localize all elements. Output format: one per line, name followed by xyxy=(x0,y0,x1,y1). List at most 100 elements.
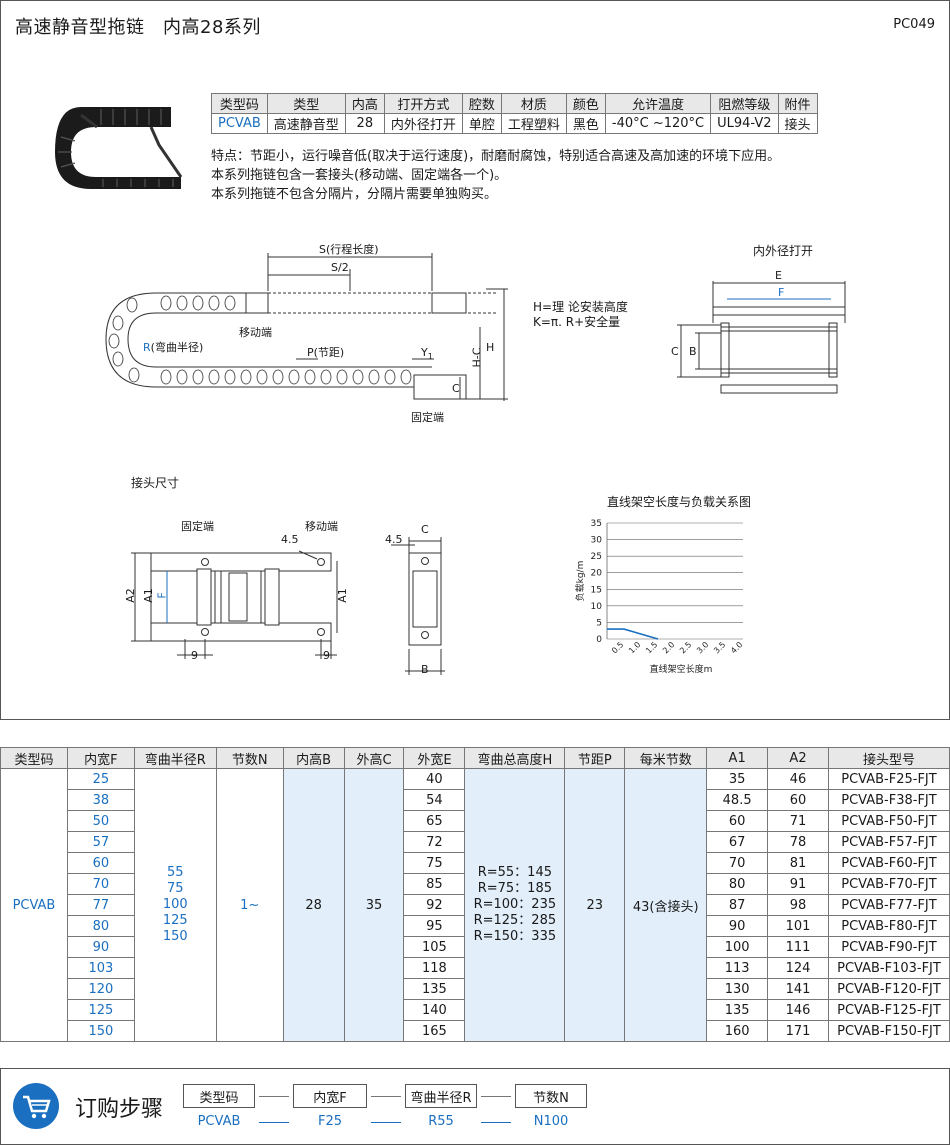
table-header-cell: 节距P xyxy=(564,747,626,769)
table-header-cell: 外宽E xyxy=(403,747,466,769)
outer-width-cell: 75 xyxy=(403,852,466,874)
spec-header-cell: 颜色 xyxy=(565,93,606,114)
hole-label: 4.5 xyxy=(281,533,299,546)
bend-height-cell-line: R=75：185 xyxy=(477,881,552,896)
spec-header-cell: 腔数 xyxy=(461,93,502,114)
a2-cell: 101 xyxy=(767,915,829,937)
a1-cell: 113 xyxy=(706,957,769,979)
radius-cell-line: 150 xyxy=(162,929,188,944)
table-header-cell: 内宽F xyxy=(66,747,135,769)
y-tick-label: 0 xyxy=(596,635,602,645)
step-bend-radius: 弯曲半径R xyxy=(405,1084,477,1108)
a1-cell: 60 xyxy=(706,810,769,832)
a2-cell: 78 xyxy=(767,831,829,853)
outer-width-cell: 65 xyxy=(403,810,466,832)
spec-header-cell: 阻燃等级 xyxy=(710,93,779,114)
chart-title: 直线架空长度与负载关系图 xyxy=(607,495,752,509)
a1-cell: 35 xyxy=(706,768,769,790)
inner-width-cell: 125 xyxy=(66,999,135,1021)
inner-width-cell: 70 xyxy=(66,873,135,895)
a1-cell: 80 xyxy=(706,873,769,895)
bend-height-cell-line: R=55：145 xyxy=(477,865,552,880)
x-tick-label: 2.5 xyxy=(678,640,693,655)
open-drawing-title: 内外径打开 xyxy=(753,244,814,258)
fixed-end-label: 固定端 xyxy=(411,411,444,424)
cart-icon xyxy=(13,1083,59,1129)
spec-value-cell: -40°C ~120°C xyxy=(604,113,712,134)
y-tick-label: 25 xyxy=(591,552,602,562)
spec-value-cell: UL94-V2 xyxy=(710,113,779,134)
model-cell: PCVAB-F25-FJT xyxy=(827,768,950,790)
a2-cell: 98 xyxy=(767,894,829,916)
model-cell: PCVAB-F125-FJT xyxy=(827,999,950,1021)
step-link-count-value: N100 xyxy=(533,1114,569,1129)
outer-width-cell: 165 xyxy=(403,1020,466,1042)
a2-cell: 146 xyxy=(767,999,829,1021)
inner-width-cell: 103 xyxy=(66,957,135,979)
outer-width-cell: 118 xyxy=(403,957,466,979)
type-code-cell: PCVAB xyxy=(0,768,68,1042)
radius-cell-line: 100 xyxy=(162,897,188,912)
feature-line: 本系列拖链包含一套接头(移动端、固定端各一个)。 xyxy=(211,168,508,183)
inner-width-cell: 25 xyxy=(66,768,135,790)
spec-header-cell: 内高 xyxy=(344,93,385,114)
x-tick-label: 2.0 xyxy=(661,640,676,655)
x-tick-label: 1.0 xyxy=(627,640,642,655)
a1-cell: 67 xyxy=(706,831,769,853)
a2-label: A2 xyxy=(123,588,137,603)
a2-cell: 81 xyxy=(767,852,829,874)
radius-label: R(弯曲半径) xyxy=(143,341,204,354)
step-inner-width-value: F25 xyxy=(317,1114,343,1129)
model-cell: PCVAB-F150-FJT xyxy=(827,1020,950,1042)
a2-cell: 91 xyxy=(767,873,829,895)
x-axis-label: 直线架空长度m xyxy=(650,663,713,675)
spec-value-cell: 内外径打开 xyxy=(383,113,463,134)
table-header-cell: 弯曲半径R xyxy=(133,747,217,769)
a2-cell: 124 xyxy=(767,957,829,979)
radius-cell-line: 125 xyxy=(162,913,188,928)
nine-left-label: 9 xyxy=(191,649,198,662)
a1-cell: 160 xyxy=(706,1020,769,1042)
e-label: E xyxy=(775,269,782,282)
y-tick-label: 20 xyxy=(591,569,603,579)
page-title: 高速静音型拖链 内高28系列 xyxy=(15,17,261,38)
drag-chain-photo xyxy=(55,107,183,189)
table-header-cell: 节数N xyxy=(215,747,284,769)
step-link-count: 节数N xyxy=(515,1084,587,1108)
step-type-code: 类型码 xyxy=(183,1084,255,1108)
table-header-cell: A1 xyxy=(706,747,769,769)
table-header-cell: 每米节数 xyxy=(624,747,708,769)
outer-width-cell: 140 xyxy=(403,999,466,1021)
y-tick-label: 10 xyxy=(591,602,603,612)
spec-header-cell: 打开方式 xyxy=(383,93,463,114)
y-tick-label: 15 xyxy=(591,585,602,595)
joint-top-drawing xyxy=(131,550,338,659)
spec-header-cell: 材质 xyxy=(500,93,567,114)
b-side-label: B xyxy=(421,663,429,676)
x-tick-label: 1.5 xyxy=(644,640,659,655)
s2-label: S/2 xyxy=(331,261,349,274)
inner-width-cell: 120 xyxy=(66,978,135,1000)
a1-label: A1 xyxy=(141,588,155,603)
spec-value-cell: PCVAB xyxy=(211,113,268,134)
table-header-cell: A2 xyxy=(767,747,829,769)
a2-cell: 111 xyxy=(767,936,829,958)
spec-value-cell: 高速静音型 xyxy=(266,113,346,134)
table-header-cell: 类型码 xyxy=(0,747,68,769)
a1-cell: 70 xyxy=(706,852,769,874)
radius-cell-line: 75 xyxy=(167,881,184,896)
outer-width-cell: 95 xyxy=(403,915,466,937)
inner-width-cell: 80 xyxy=(66,915,135,937)
y-tick-label: 5 xyxy=(596,618,602,628)
f-label: F xyxy=(778,286,785,299)
a2-cell: 71 xyxy=(767,810,829,832)
c-label: C xyxy=(452,382,460,395)
